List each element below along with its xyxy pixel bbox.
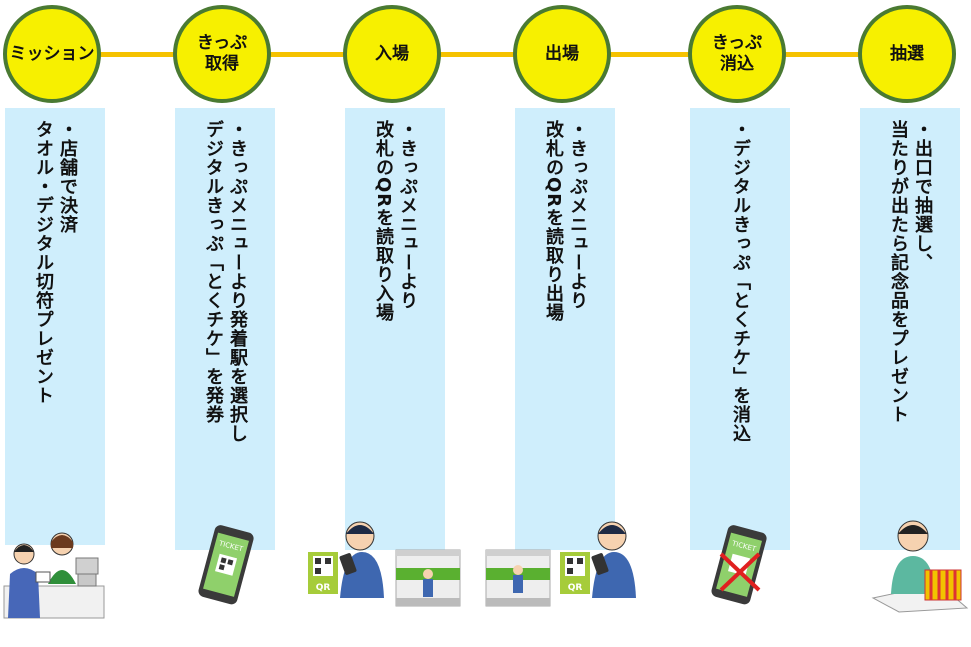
- step-description: ・デジタルきっぷ「とくチケ」を消込: [730, 120, 751, 443]
- step-panel: [515, 108, 615, 550]
- step-panel: [345, 108, 445, 550]
- step-circle: 入場: [343, 5, 441, 103]
- shop-counter-icon: [3, 532, 105, 619]
- smartphone-ticket-icon: TICKET: [198, 525, 254, 605]
- step-circle: 出場: [513, 5, 611, 103]
- step-panel: [860, 108, 960, 550]
- step-exit: 出場 ・きっぷメニューより 改札のQRを読取り出場 QR: [485, 0, 636, 647]
- step-description: ・きっぷメニューより 改札のQRを読取り入場: [373, 120, 418, 323]
- step-title: 入場: [375, 43, 409, 64]
- step-circle: ミッション: [3, 5, 101, 103]
- timeline-line: [55, 52, 913, 57]
- prize-box-icon: [871, 520, 969, 613]
- step-description: ・店舗で決済 タオル・デジタル切符プレゼント: [33, 120, 78, 405]
- step-description: ・きっぷメニューより 改札のQRを読取り出場: [543, 120, 588, 323]
- step-ticket-cancel: きっぷ 消込 ・デジタルきっぷ「とくチケ」を消込 TICKET: [685, 0, 795, 647]
- step-panel: [690, 108, 790, 550]
- step-circle: きっぷ 消込: [688, 5, 786, 103]
- step-title: ミッション: [9, 43, 95, 64]
- step-mission: ミッション ・店舗で決済 タオル・デジタル切符プレゼント: [0, 0, 110, 647]
- step-panel: [5, 108, 105, 545]
- step-description: ・きっぷメニューより発着駅を選択し デジタルきっぷ「とくチケ」を発券: [203, 120, 248, 443]
- cancelled-ticket-icon: TICKET: [711, 525, 767, 605]
- step-title: きっぷ 消込: [711, 33, 763, 74]
- step-lottery: 抽選 ・出口で抽選し、 当たりが出たら記念品をプレゼント: [855, 0, 969, 647]
- step-circle: 抽選: [858, 5, 956, 103]
- qr-scan-exit-icon: QR: [485, 521, 636, 607]
- step-ticket-acquire: きっぷ 取得 ・きっぷメニューより発着駅を選択し デジタルきっぷ「とくチケ」を発…: [170, 0, 280, 647]
- step-entry: 入場 ・きっぷメニューより 改札のQRを読取り入場 QR: [308, 0, 461, 647]
- step-title: きっぷ 取得: [196, 33, 248, 74]
- step-title: 抽選: [890, 43, 924, 64]
- qr-label: QR: [568, 583, 583, 593]
- step-panel: [175, 108, 275, 550]
- step-title: 出場: [545, 43, 579, 64]
- step-circle: きっぷ 取得: [173, 5, 271, 103]
- step-description: ・出口で抽選し、 当たりが出たら記念品をプレゼント: [888, 120, 933, 424]
- qr-label: QR: [316, 583, 331, 593]
- qr-scan-entry-icon: QR: [308, 521, 461, 607]
